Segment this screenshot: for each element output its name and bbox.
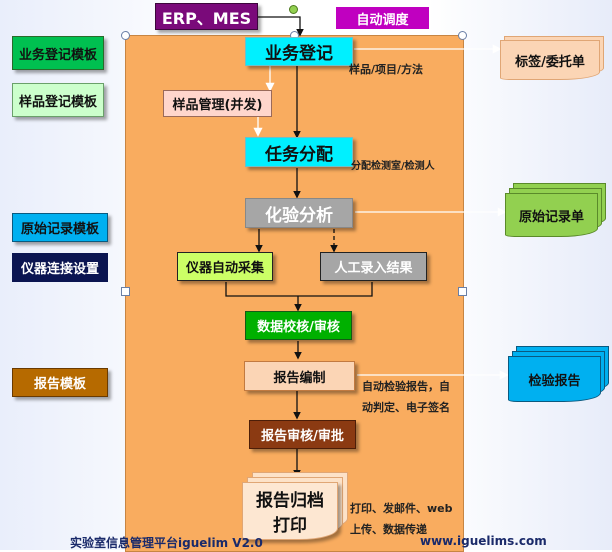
footer-right-text: www.iguelims.com [420,534,547,548]
merge-line [225,282,373,297]
footer: 实验室信息管理平台iguelim V2.0 www.iguelims.com [0,530,612,550]
note-print-line2: 上传、数据传递 [350,523,427,536]
auto-dispatch-label: 自动调度 [356,12,409,28]
manual-entry-box[interactable]: 人工录入结果 [320,252,427,281]
inspection-report-output-label: 检验报告 [528,373,581,389]
registration-box[interactable]: 业务登记 [245,37,353,66]
raw-record-template-box[interactable]: 原始记录模板 [12,213,108,242]
auto-dispatch-box[interactable]: 自动调度 [336,7,429,29]
business-template-box[interactable]: 业务登记模板 [12,36,104,70]
check-review-box[interactable]: 数据校核/审核 [245,311,352,340]
note-print-line1: 打印、发邮件、web [350,502,453,515]
inspection-report-output-doc[interactable]: 检验报告 [508,356,601,402]
raw-record-output-label: 原始记录单 [518,209,584,225]
report-approve-label: 报告审核/审批 [261,429,344,444]
archive-label-line1: 报告归档 [256,491,324,511]
arrow-erp-to-registration [258,16,304,37]
note-sample-item-method: 样品/项目/方法 [349,63,424,76]
rotate-handle[interactable] [289,5,298,14]
sample-mgmt-box[interactable]: 样品管理(并发) [163,90,272,117]
auto-collect-box[interactable]: 仪器自动采集 [177,252,273,281]
raw-record-template-label: 原始记录模板 [20,222,99,237]
archive-label-line2: 打印 [273,516,307,536]
archive-doc-box[interactable]: 报告归档 打印 [242,482,338,540]
flow-panel[interactable] [125,35,464,552]
business-template-label: 业务登记模板 [18,47,97,63]
footer-left-text: 实验室信息管理平台iguelim V2.0 [70,536,263,550]
report-approve-box[interactable]: 报告审核/审批 [249,420,356,449]
erp-mes-label: ERP、MES [161,8,252,28]
note-auto-report-line1: 自动检验报告，自 [362,380,450,393]
instrument-settings-box[interactable]: 仪器连接设置 [12,253,108,282]
resize-handle-left[interactable] [121,287,130,296]
check-review-label: 数据校核/审核 [257,320,340,335]
report-compile-label: 报告编制 [273,370,326,386]
resize-handle-top-left[interactable] [121,31,130,40]
report-compile-box[interactable]: 报告编制 [244,361,355,391]
analysis-box[interactable]: 化验分析 [245,198,353,228]
label-output-doc[interactable]: 标签/委托单 [500,40,600,80]
raw-record-output-doc[interactable]: 原始记录单 [505,193,598,237]
task-assign-label: 任务分配 [265,144,333,165]
label-output-label: 标签/委托单 [515,54,585,70]
manual-entry-label: 人工录入结果 [334,261,413,276]
task-assign-box[interactable]: 任务分配 [245,137,353,167]
sample-mgmt-label: 样品管理(并发) [172,98,263,113]
registration-label: 业务登记 [265,44,333,64]
report-template-box[interactable]: 报告模板 [12,368,108,397]
note-assign-lab: 分配检测室/检测人 [351,161,435,172]
sample-template-label: 样品登记模板 [18,94,97,110]
auto-collect-label: 仪器自动采集 [185,261,264,276]
report-template-label: 报告模板 [33,377,86,392]
resize-handle-top-right[interactable] [458,31,467,40]
erp-mes-box[interactable]: ERP、MES [155,3,258,30]
instrument-settings-label: 仪器连接设置 [20,262,99,277]
sample-template-box[interactable]: 样品登记模板 [12,83,104,117]
resize-handle-right[interactable] [458,287,467,296]
analysis-label: 化验分析 [265,205,333,226]
note-auto-report-line2: 动判定、电子签名 [362,401,450,414]
